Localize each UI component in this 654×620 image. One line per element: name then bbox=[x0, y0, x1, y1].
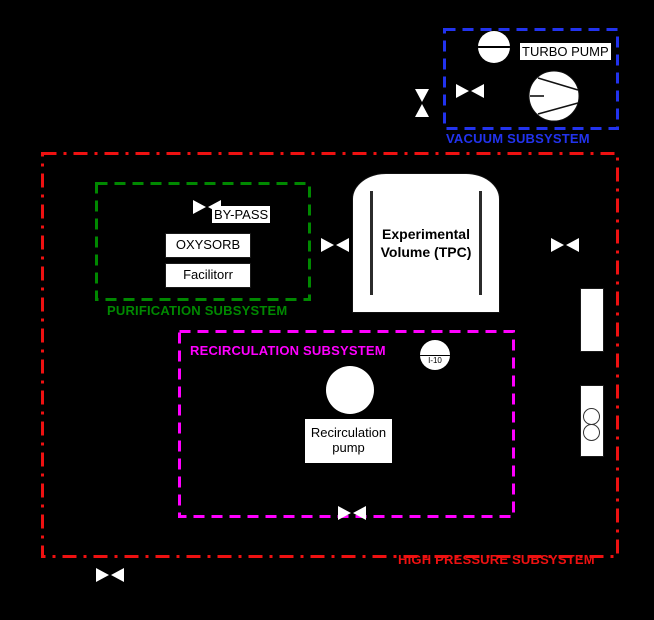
valve-vacuum-inlet bbox=[456, 84, 484, 98]
recirculation-border-svg bbox=[178, 330, 515, 518]
component-right-upper-vessel bbox=[580, 288, 604, 352]
subsystem-label-high-pressure: HIGH PRESSURE SUBSYSTEM bbox=[398, 552, 595, 567]
vacuum-gauge bbox=[478, 31, 510, 63]
subsystem-label-vacuum: VACUUM SUBSYSTEM bbox=[446, 131, 590, 146]
subsystem-label-purification: PURIFICATION SUBSYSTEM bbox=[107, 303, 288, 318]
recirculation-pump-line1: Recirculation bbox=[310, 425, 387, 441]
component-facilitorr: Facilitorr bbox=[165, 263, 251, 288]
vessel-inner-line-left bbox=[370, 191, 373, 295]
purification-border-svg bbox=[95, 182, 311, 301]
vacuum-border-svg bbox=[443, 28, 619, 130]
gauge-i10: I-10 bbox=[420, 340, 450, 370]
subsystem-label-recirculation: RECIRCULATION SUBSYSTEM bbox=[190, 343, 386, 358]
recirculation-pump-label: Recirculation pump bbox=[305, 419, 392, 463]
valve-recirculation-outlet bbox=[338, 506, 366, 520]
bypass-label: BY-PASS bbox=[212, 206, 271, 223]
experimental-volume-label: Experimental Volume (TPC) bbox=[352, 226, 500, 261]
recirculation-pump-body bbox=[326, 366, 374, 414]
subsystem-box-high-pressure bbox=[41, 152, 619, 558]
subsystem-box-vacuum bbox=[443, 28, 619, 130]
subsystem-box-purification bbox=[95, 182, 311, 301]
experimental-volume-line2: Volume (TPC) bbox=[380, 243, 472, 260]
turbo-pump-label: TURBO PUMP bbox=[520, 43, 611, 60]
experimental-volume-vessel bbox=[352, 173, 500, 313]
valve-tpc-inlet bbox=[321, 238, 349, 252]
valve-tpc-outlet bbox=[551, 238, 579, 252]
vessel-inner-line-right bbox=[479, 191, 482, 295]
gas-cylinder-circle-bottom bbox=[583, 424, 600, 441]
gauge-i10-label: I-10 bbox=[428, 356, 442, 365]
gas-cylinder-circle-top bbox=[583, 408, 600, 425]
recirculation-pump-line2: pump bbox=[332, 440, 365, 455]
experimental-volume-line1: Experimental bbox=[382, 226, 470, 242]
subsystem-box-recirculation bbox=[178, 330, 515, 518]
valve-vacuum-line-vertical bbox=[415, 89, 429, 117]
turbo-pump-body bbox=[528, 70, 580, 122]
valve-bottom-left bbox=[96, 568, 124, 582]
vacuum-gauge-divider bbox=[478, 46, 510, 48]
component-oxysorb: OXYSORB bbox=[165, 233, 251, 258]
high-pressure-border-svg bbox=[41, 152, 619, 558]
gauge-i10-divider bbox=[420, 355, 450, 356]
